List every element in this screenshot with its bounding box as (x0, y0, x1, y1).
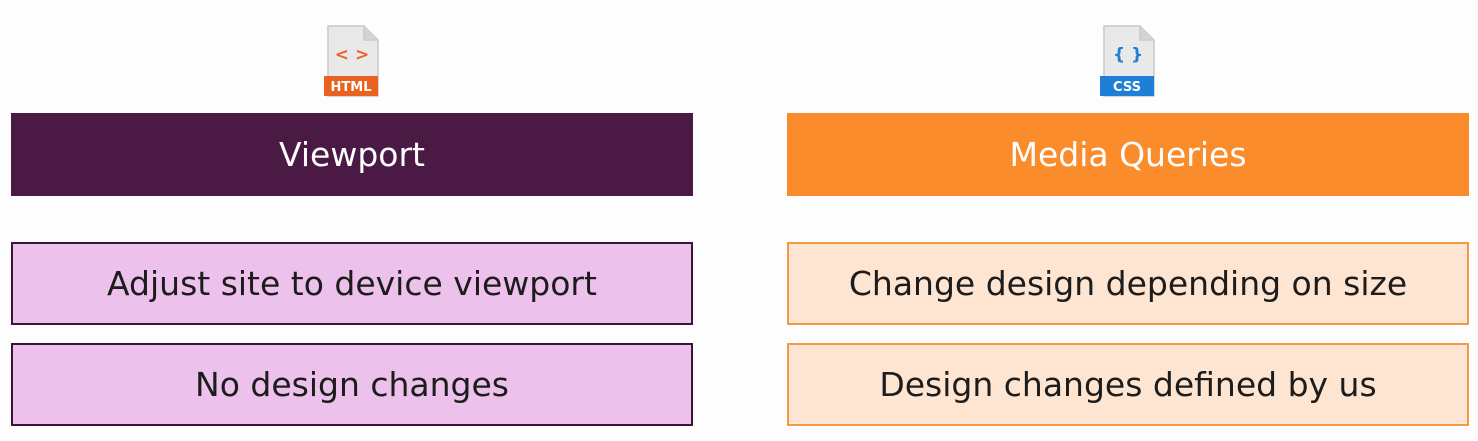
media-queries-item-defined: Design changes defined by us (787, 343, 1469, 426)
viewport-item-no-changes: No design changes (11, 343, 693, 426)
viewport-item-adjust: Adjust site to device viewport (11, 242, 693, 325)
html-icon-glyph: < > (335, 45, 369, 65)
css-icon-badge: CSS (1113, 80, 1141, 95)
css-icon-glyph: { } (1113, 45, 1143, 65)
html-icon-badge: HTML (331, 80, 372, 95)
media-queries-header: Media Queries (787, 113, 1469, 196)
media-queries-item-change: Change design depending on size (787, 242, 1469, 325)
css-file-icon: { } CSS (1100, 25, 1155, 97)
html-file-icon: < > HTML (324, 25, 379, 97)
viewport-header: Viewport (11, 113, 693, 196)
